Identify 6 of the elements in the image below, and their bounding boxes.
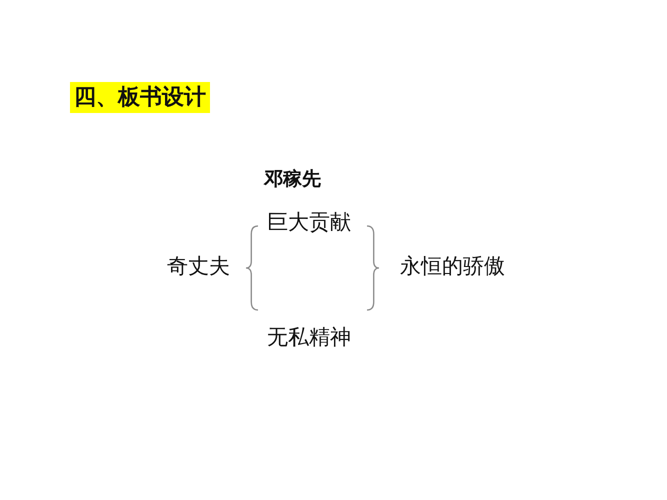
label-text: 巨大贡献 (267, 210, 351, 234)
label-text: 奇丈夫 (167, 254, 230, 278)
name-heading: 邓稼先 (264, 169, 321, 191)
label-text: 永恒的骄傲 (400, 254, 505, 278)
highlighted-title: 四、板书设计 (70, 82, 210, 114)
label-text: 无私精神 (267, 325, 351, 350)
